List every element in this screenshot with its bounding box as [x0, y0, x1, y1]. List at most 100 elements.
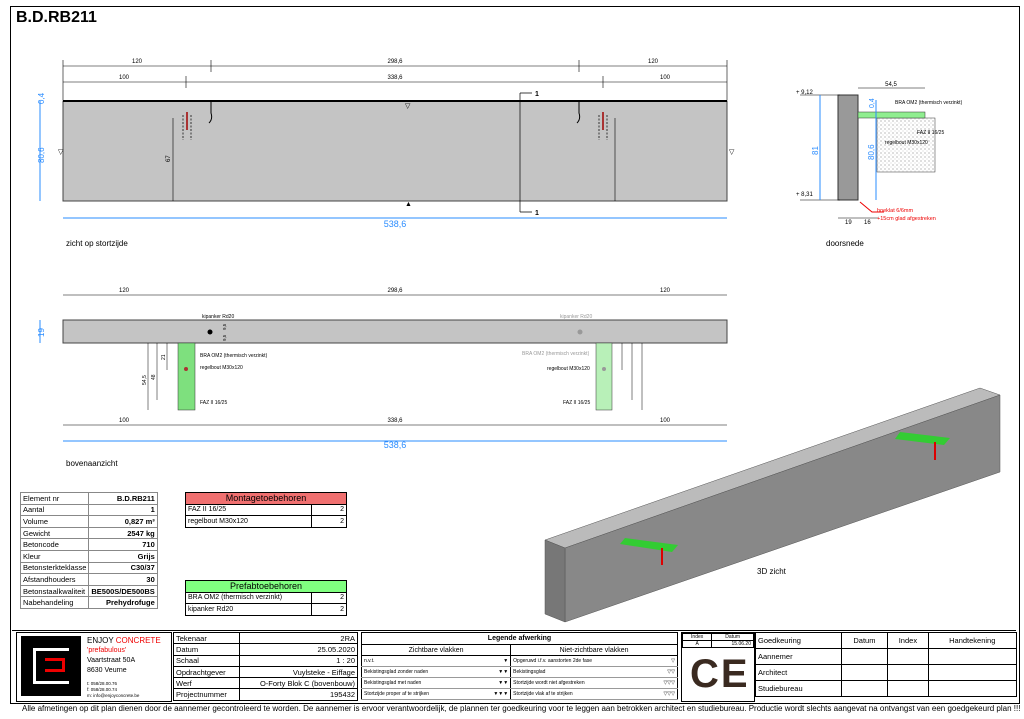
property-value: B.D.RB211	[88, 492, 158, 505]
property-key: Betonstaalkwaliteit	[19, 584, 90, 598]
prefab-qty: 2	[311, 591, 347, 604]
level-bottom: + 8,31	[796, 192, 814, 198]
approval-header: Index	[887, 632, 929, 649]
level-top: + 9,12	[796, 90, 814, 96]
info-value: 1 : 20	[238, 654, 359, 667]
dim-top-3: 120	[648, 59, 659, 65]
montage-qty: 2	[311, 515, 347, 528]
legend-hidden-symbol: ▽▽	[650, 666, 678, 678]
top-view: 120 298,6 120 kipanker Rd20 kipanker Rd2…	[37, 288, 728, 450]
info-value: O-Forty Blok C (bovenbouw)	[238, 677, 359, 690]
bra-label-1: BRA OM2 (thermisch verzinkt)	[200, 353, 268, 359]
prefab-item: kipanker Rd20	[185, 603, 312, 616]
bra-label-2: BRA OM2 (thermisch verzinkt)	[522, 351, 590, 357]
montage-qty: 2	[311, 503, 347, 516]
dim-mid-1: 100	[119, 75, 130, 81]
property-key: Aantal	[19, 503, 90, 517]
dim-total: 538,6	[384, 219, 407, 229]
dim-height: 80,6	[37, 147, 46, 163]
legend-title: Legende afwerking	[361, 632, 678, 645]
property-value: C30/37	[88, 561, 158, 575]
company-city: 8630 Veurne	[87, 667, 127, 674]
top-view-label: bovenaanzicht	[66, 459, 118, 468]
property-key: Element nr	[19, 492, 90, 505]
property-value: 1	[88, 503, 158, 517]
legend-visible-symbol: ▼▼	[478, 677, 512, 689]
iso-view	[544, 387, 1001, 623]
legend-row: Bekistingsglad zonder naden▼▼Bekistingsg…	[361, 666, 678, 678]
svg-text:▽: ▽	[405, 103, 411, 110]
front-view: 120 298,6 120 100 338,6 100 67 0,4 80,6 …	[37, 59, 735, 229]
section-inner-height: 80,6	[867, 144, 876, 160]
section-note-1: hoeklat 6/6mm	[877, 208, 913, 214]
info-key: Schaal	[173, 654, 240, 667]
property-key: Gewicht	[19, 526, 90, 540]
top-d2: 48	[151, 374, 157, 380]
bottom-dim-2: 338,6	[387, 418, 403, 424]
top-thickness: 19	[37, 328, 46, 337]
section-width: 19	[845, 220, 852, 226]
regel-label-1: regelbout M30x120	[200, 365, 243, 371]
legend-row: n.v.t.▼Opgeruwd i.f.v. aanstorten 2de fa…	[361, 655, 678, 667]
section-bra-label: BRA OM2 (thermisch verzinkt)	[895, 100, 963, 106]
top-d3: 54,5	[142, 375, 148, 385]
legend-col2: Niet-zichtbare vlakken	[510, 644, 678, 656]
legend-hidden-symbol: ▽▽▽	[650, 677, 678, 689]
prefab-title: Prefabtoebehoren	[185, 580, 347, 593]
legend-visible-symbol: ▼▼	[478, 666, 512, 678]
info-value: 25.05.2020	[238, 643, 359, 656]
montage-title: Montagetoebehoren	[185, 492, 347, 505]
property-value: 30	[88, 573, 158, 586]
property-key: Volume	[19, 515, 90, 528]
kipanker-label-1: kipanker Rd20	[202, 314, 234, 320]
section-height: 81	[811, 146, 820, 155]
section-faz-label: FAZ II 16/25	[917, 130, 944, 136]
company-fax: f: 058/28.00.74	[87, 687, 118, 692]
property-value: BE500S/DE500BS	[88, 584, 158, 598]
svg-text:▽: ▽	[58, 149, 64, 156]
info-key: Opdrachtgever	[173, 665, 240, 679]
prefab-item: BRA OM2 (thermisch verzinkt)	[185, 591, 312, 604]
approval-header: Handtekening	[927, 632, 1018, 649]
approval-row-label: Aannemer	[755, 648, 842, 665]
dim-top-2: 298,6	[387, 59, 403, 65]
legend-hidden-label: Opgeruwd i.f.v. aanstorten 2de fase	[510, 655, 651, 667]
info-key: Tekenaar	[173, 631, 240, 645]
svg-text:▽: ▽	[729, 149, 735, 156]
info-value: Vuylsteke - Eiffage	[238, 665, 359, 679]
bottom-dim-1: 100	[119, 418, 130, 424]
section-regel-label: regelbout M30x120	[885, 140, 928, 146]
montage-item: regelbout M30x120	[185, 515, 312, 528]
bottom-dim-3: 100	[660, 418, 671, 424]
iso-view-label: 3D zicht	[757, 567, 786, 576]
approval-header: Goedkeuring	[755, 632, 842, 649]
kipanker-label-2: kipanker Rd20	[560, 314, 592, 320]
info-key: Projectnummer	[173, 688, 240, 701]
element-title: B.D.RB211	[16, 9, 97, 26]
property-key: Afstandhouders	[19, 573, 90, 586]
company-name-accent: CONCRETE	[115, 636, 161, 645]
section-mark-top: 1	[535, 91, 539, 98]
title-block	[12, 630, 1016, 703]
company-street: Vaartstraat 50A	[87, 657, 136, 664]
legend-hidden-symbol: ▽▽▽	[650, 688, 678, 700]
revision-index-header: Index	[681, 633, 713, 641]
company-tel: t: 058/28.00.76	[87, 681, 118, 686]
top-total: 538,6	[384, 440, 407, 450]
prefab-qty: 2	[311, 603, 347, 616]
property-key: Betoncode	[19, 538, 90, 551]
